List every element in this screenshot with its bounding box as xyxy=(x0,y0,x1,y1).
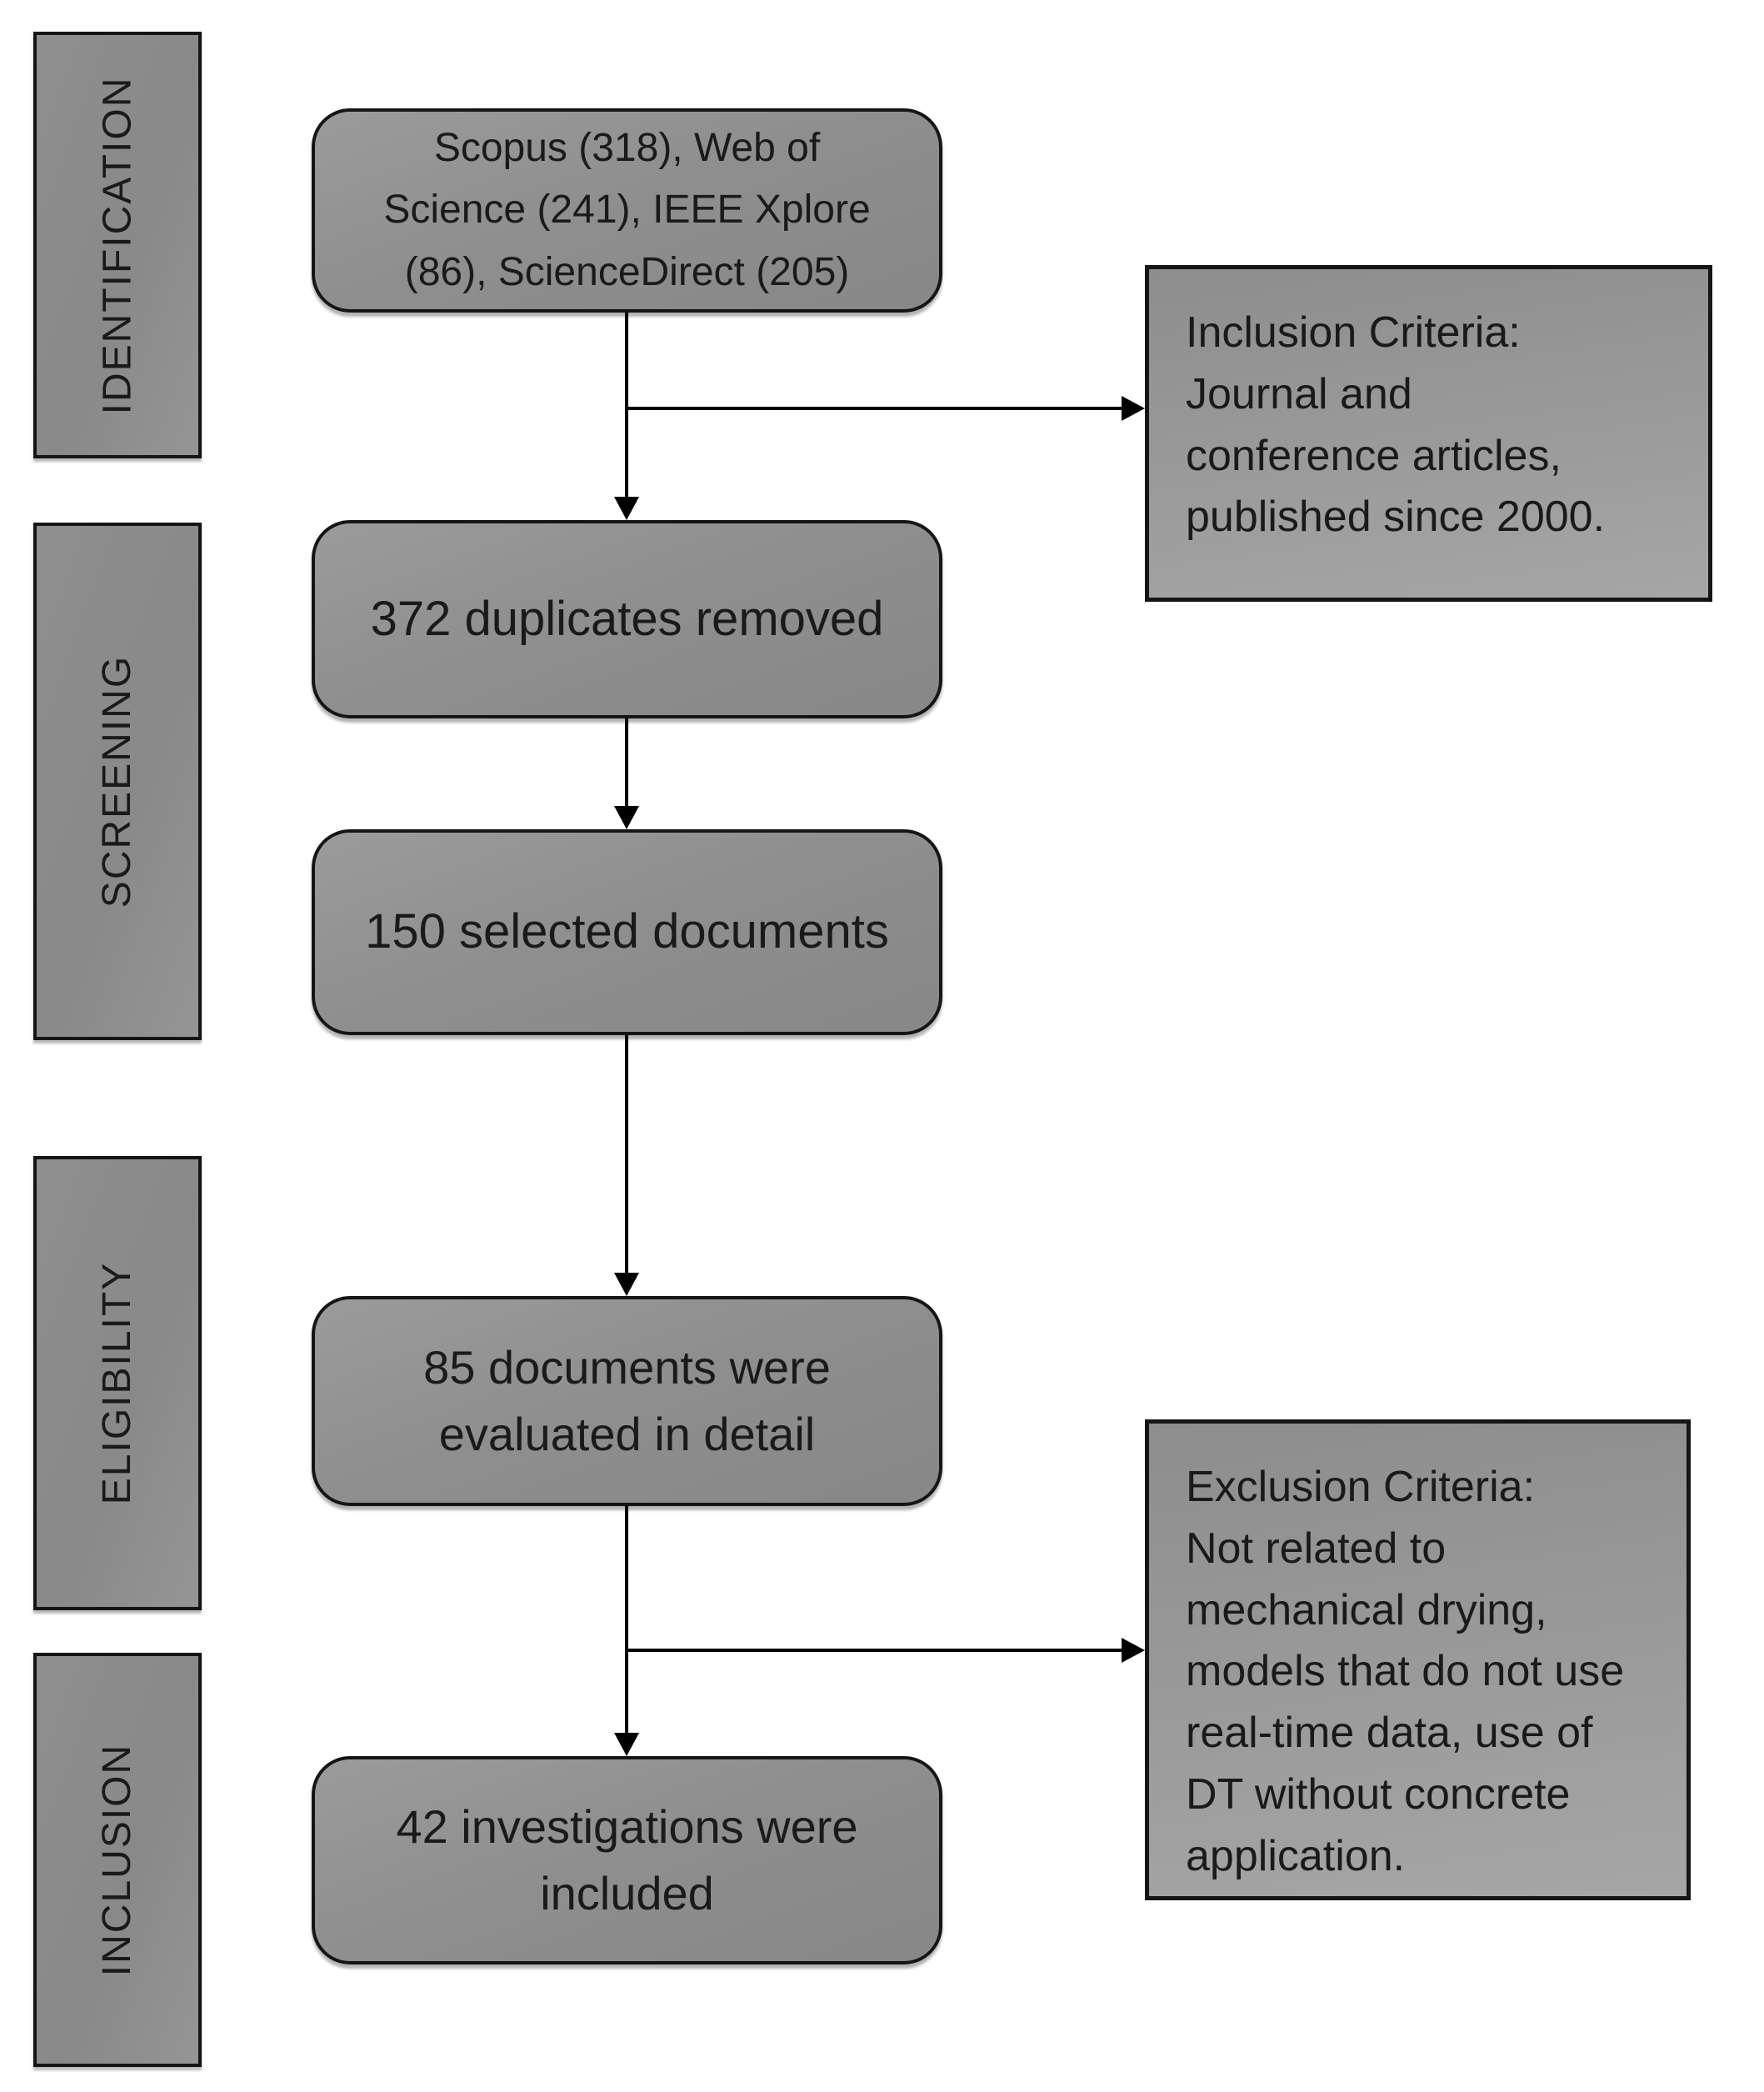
flow-box-selected-documents: 150 selected documents xyxy=(312,829,942,1035)
stage-label-screening: SCREENING xyxy=(33,523,202,1040)
flow-box-sources-text: Scopus (318), Web of Science (241), IEEE… xyxy=(383,125,871,294)
arrow-duplicates-to-selected-head xyxy=(614,806,639,829)
stage-label-identification: IDENTIFICATION xyxy=(33,32,202,458)
arrow-branch-to-exclusion-criteria-head xyxy=(1122,1638,1145,1663)
note-exclusion-criteria: Exclusion Criteria: Not related to mecha… xyxy=(1145,1419,1691,1900)
flow-box-sources: Scopus (318), Web of Science (241), IEEE… xyxy=(312,108,942,313)
flow-box-included-investigations: 42 investigations were included xyxy=(312,1756,942,1964)
arrow-evaluated-to-included-head xyxy=(614,1733,639,1756)
stage-label-inclusion-text: INCLUSION xyxy=(95,1743,140,1977)
note-inclusion-criteria-text: Inclusion Criteria: Journal and conferen… xyxy=(1186,308,1606,542)
arrow-selected-to-evaluated-head xyxy=(614,1273,639,1296)
arrow-branch-to-inclusion-criteria-head xyxy=(1122,396,1145,421)
stage-label-eligibility-text: ELIGIBILITY xyxy=(95,1261,140,1505)
flow-box-duplicates-removed-text: 372 duplicates removed xyxy=(370,591,884,646)
flow-box-included-investigations-text: 42 investigations were included xyxy=(396,1800,858,1919)
flow-box-duplicates-removed: 372 duplicates removed xyxy=(312,520,942,718)
stage-label-screening-text: SCREENING xyxy=(95,654,140,908)
stage-label-inclusion: INCLUSION xyxy=(33,1653,202,2067)
note-exclusion-criteria-text: Exclusion Criteria: Not related to mecha… xyxy=(1186,1463,1625,1880)
arrow-sources-to-duplicates-head xyxy=(614,497,639,520)
flow-box-evaluated-documents: 85 documents were evaluated in detail xyxy=(312,1296,942,1506)
flow-box-selected-documents-text: 150 selected documents xyxy=(365,904,889,959)
stage-label-identification-text: IDENTIFICATION xyxy=(95,76,140,414)
flow-box-evaluated-documents-text: 85 documents were evaluated in detail xyxy=(423,1341,831,1460)
stage-label-eligibility: ELIGIBILITY xyxy=(33,1156,202,1610)
note-inclusion-criteria: Inclusion Criteria: Journal and conferen… xyxy=(1145,265,1712,602)
